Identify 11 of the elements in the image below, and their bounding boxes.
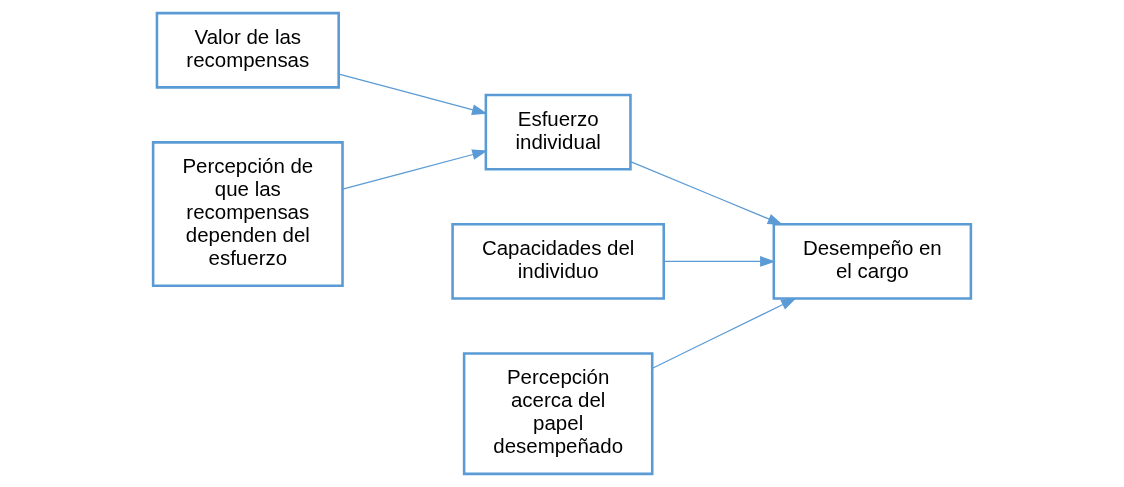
arrow [651, 297, 797, 369]
arrow [342, 149, 488, 190]
arrow [663, 256, 776, 267]
node-box: Esfuerzo individual [484, 93, 632, 171]
node-box: Capacidades del individuo [451, 223, 665, 300]
node-box: Percepción acerca del papel desempeñado [462, 352, 654, 476]
arrow [629, 161, 784, 225]
node-box: Percepción de que las recompensas dependen del esfuerzo [151, 141, 344, 287]
node-box: Desempeño en el cargo [772, 223, 973, 300]
arrow [338, 73, 488, 115]
node-box: Valor de las recompensas [155, 11, 340, 89]
